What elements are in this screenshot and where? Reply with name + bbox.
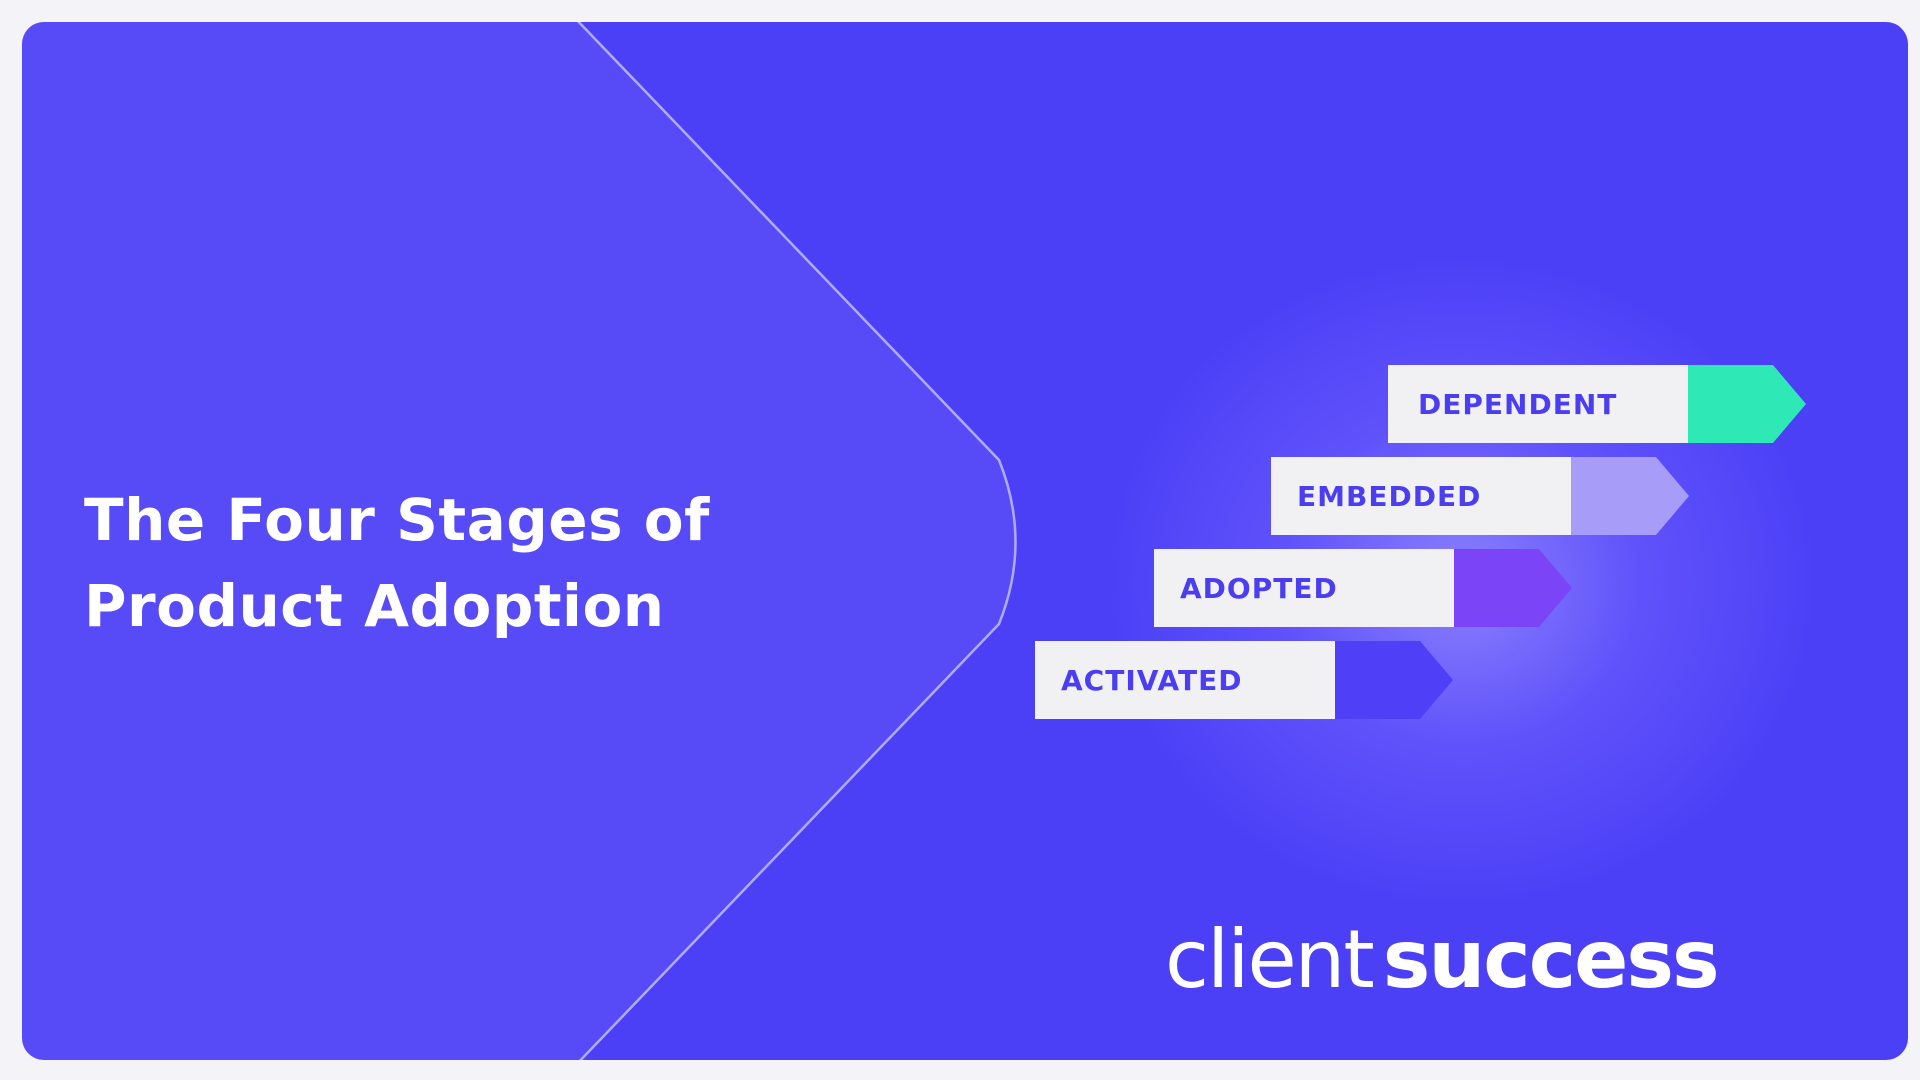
stage-arrow-tip [1688,365,1806,443]
logo-part-client: client [1165,913,1375,1006]
stage-label: DEPENDENT [1388,365,1688,443]
slide-card: The Four Stages of Product Adoption DEPE… [22,22,1908,1060]
title-line-1: The Four Stages of [84,486,710,554]
stage-adopted: ADOPTED [1154,549,1572,627]
title-line-2: Product Adoption [84,572,665,640]
chevron-shape [22,22,1017,1060]
stage-arrow-tip [1571,457,1689,535]
stage-arrow-tip [1454,549,1572,627]
page-title: The Four Stages of Product Adoption [84,477,884,649]
stage-dependent: DEPENDENT [1388,365,1806,443]
stage-label: ACTIVATED [1035,641,1335,719]
stage-label: ADOPTED [1154,549,1454,627]
stage-activated: ACTIVATED [1035,641,1453,719]
stage-label: EMBEDDED [1271,457,1571,535]
logo-part-success: success [1382,913,1720,1006]
stage-arrow-tip [1335,641,1453,719]
stage-embedded: EMBEDDED [1271,457,1689,535]
